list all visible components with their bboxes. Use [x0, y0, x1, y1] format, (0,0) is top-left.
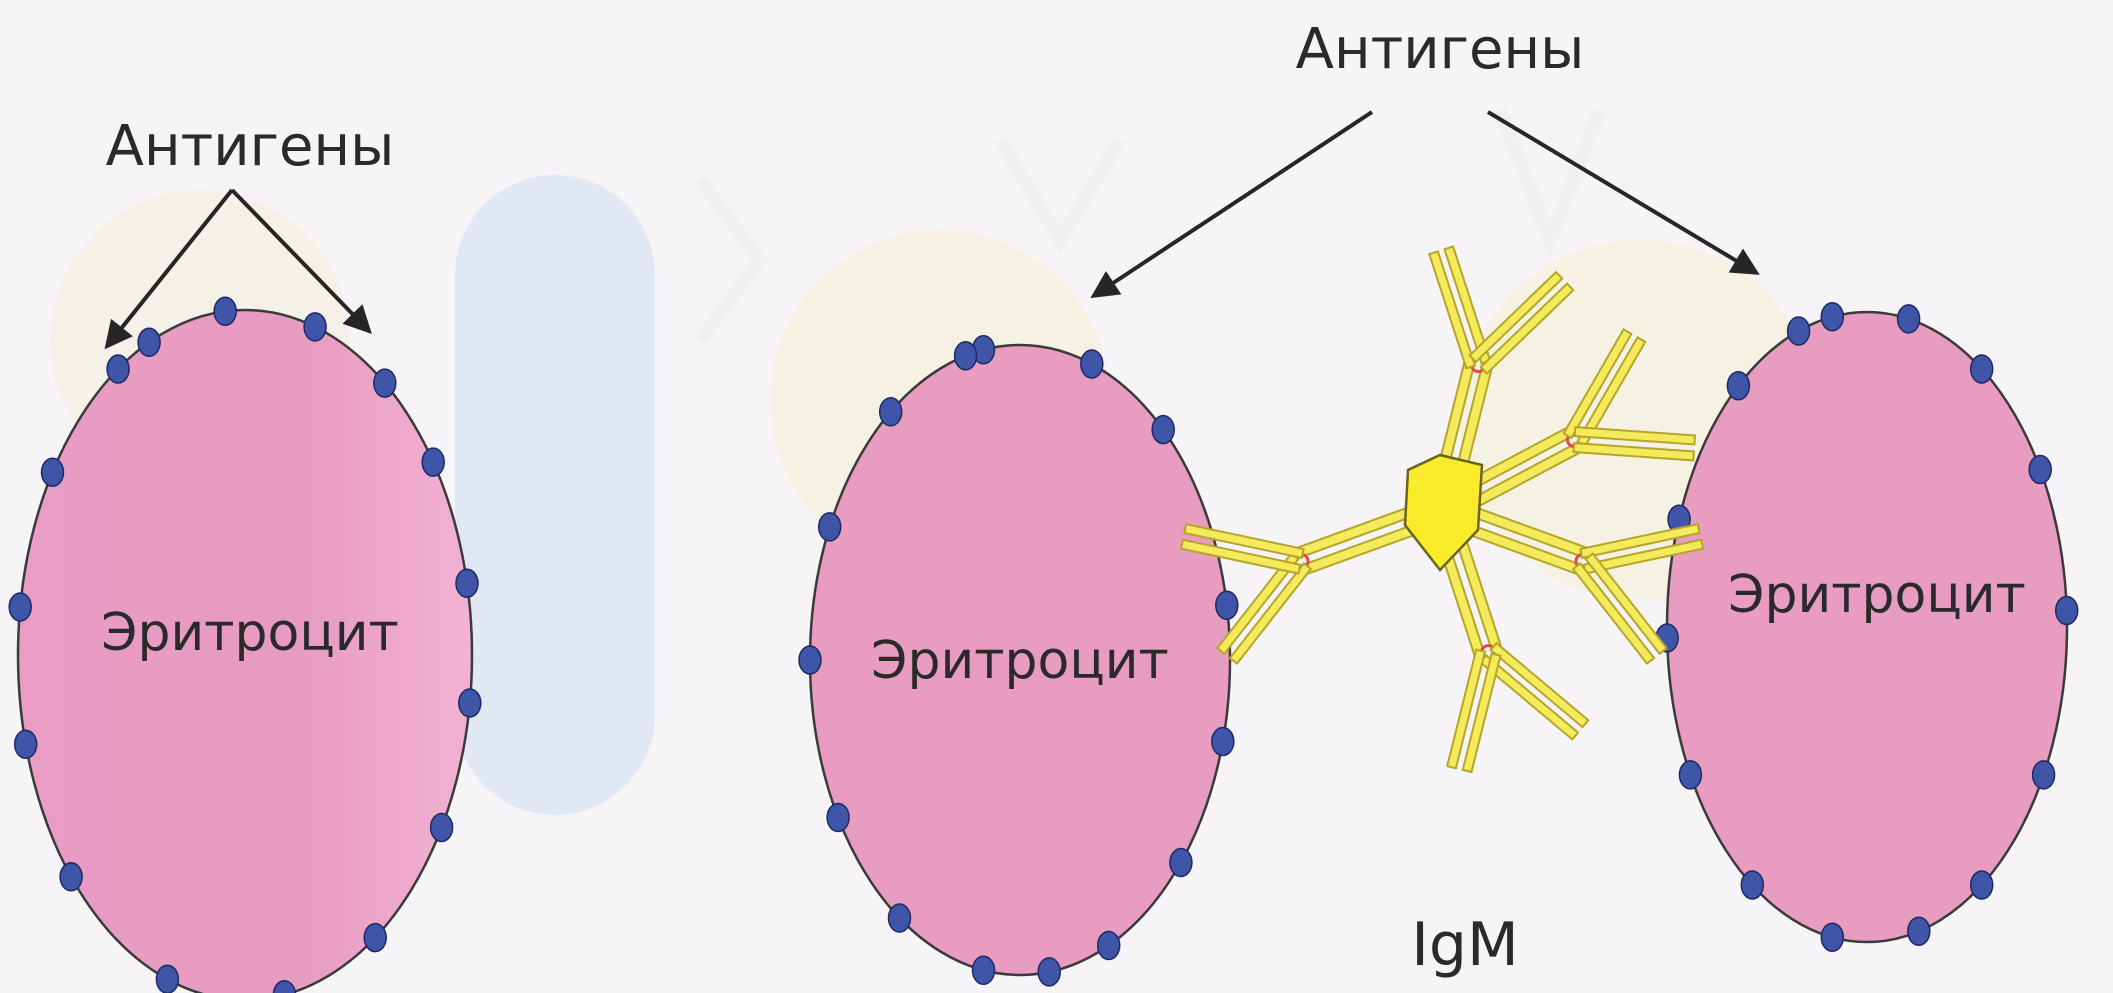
antigen-dot [1216, 591, 1238, 619]
antigen-dot [107, 355, 129, 383]
antigen-dot [1788, 317, 1810, 345]
antigen-dot [1971, 871, 1993, 899]
antigen-dot [156, 965, 178, 993]
antigen-dot [1170, 849, 1192, 877]
antigen-dot [973, 956, 995, 984]
antigen-dot [1152, 416, 1174, 444]
antigen-dot [1908, 917, 1930, 945]
erythrocyte-right-body [1667, 312, 2067, 942]
antigen-dot [1741, 871, 1763, 899]
antigen-dot [42, 458, 64, 486]
antigen-dot [1679, 761, 1701, 789]
antigen-dot [9, 593, 31, 621]
antigen-dot [2056, 597, 2078, 625]
antigens-label-top: Антигены [1296, 17, 1585, 82]
antigen-dot [799, 646, 821, 674]
antigen-dot [819, 513, 841, 541]
antigen-dot [889, 904, 911, 932]
antigen-dot [456, 569, 478, 597]
antigen-dot [15, 730, 37, 758]
antigen-dot [364, 924, 386, 952]
ghost-bacterium [455, 175, 655, 815]
antigen-dot [304, 313, 326, 341]
antigen-dot [1081, 350, 1103, 378]
erythrocyte-left-label: Эритроцит [101, 603, 399, 663]
antigen-dot [1821, 303, 1843, 331]
arrow-top-left [1095, 112, 1372, 295]
antigen-dot [2029, 456, 2051, 484]
antigen-dot [1038, 958, 1060, 986]
antigen-dot [422, 448, 444, 476]
antigen-dot [60, 863, 82, 891]
antigen-dot [827, 804, 849, 832]
erythrocyte-center-label: Эритроцит [871, 631, 1169, 691]
antigen-dot [1727, 372, 1749, 400]
antigen-dot [214, 297, 236, 325]
antigen-dot [1212, 728, 1234, 756]
antigen-dot [374, 369, 396, 397]
erythrocyte-right-label: Эритроцит [1728, 565, 2026, 625]
antigen-dot [138, 328, 160, 356]
antigen-dot [1098, 932, 1120, 960]
antigens-label-left: Антигены [106, 114, 395, 179]
antigen-dot [880, 398, 902, 426]
antigen-dot [1821, 923, 1843, 951]
antigen-dot [1971, 355, 1993, 383]
antigen-dot [955, 342, 977, 370]
antigen-dot [2033, 761, 2055, 789]
antigen-dot [459, 689, 481, 717]
igm-label: IgM [1411, 910, 1519, 980]
antigen-dot [1898, 305, 1920, 333]
antigen-dot [431, 814, 453, 842]
